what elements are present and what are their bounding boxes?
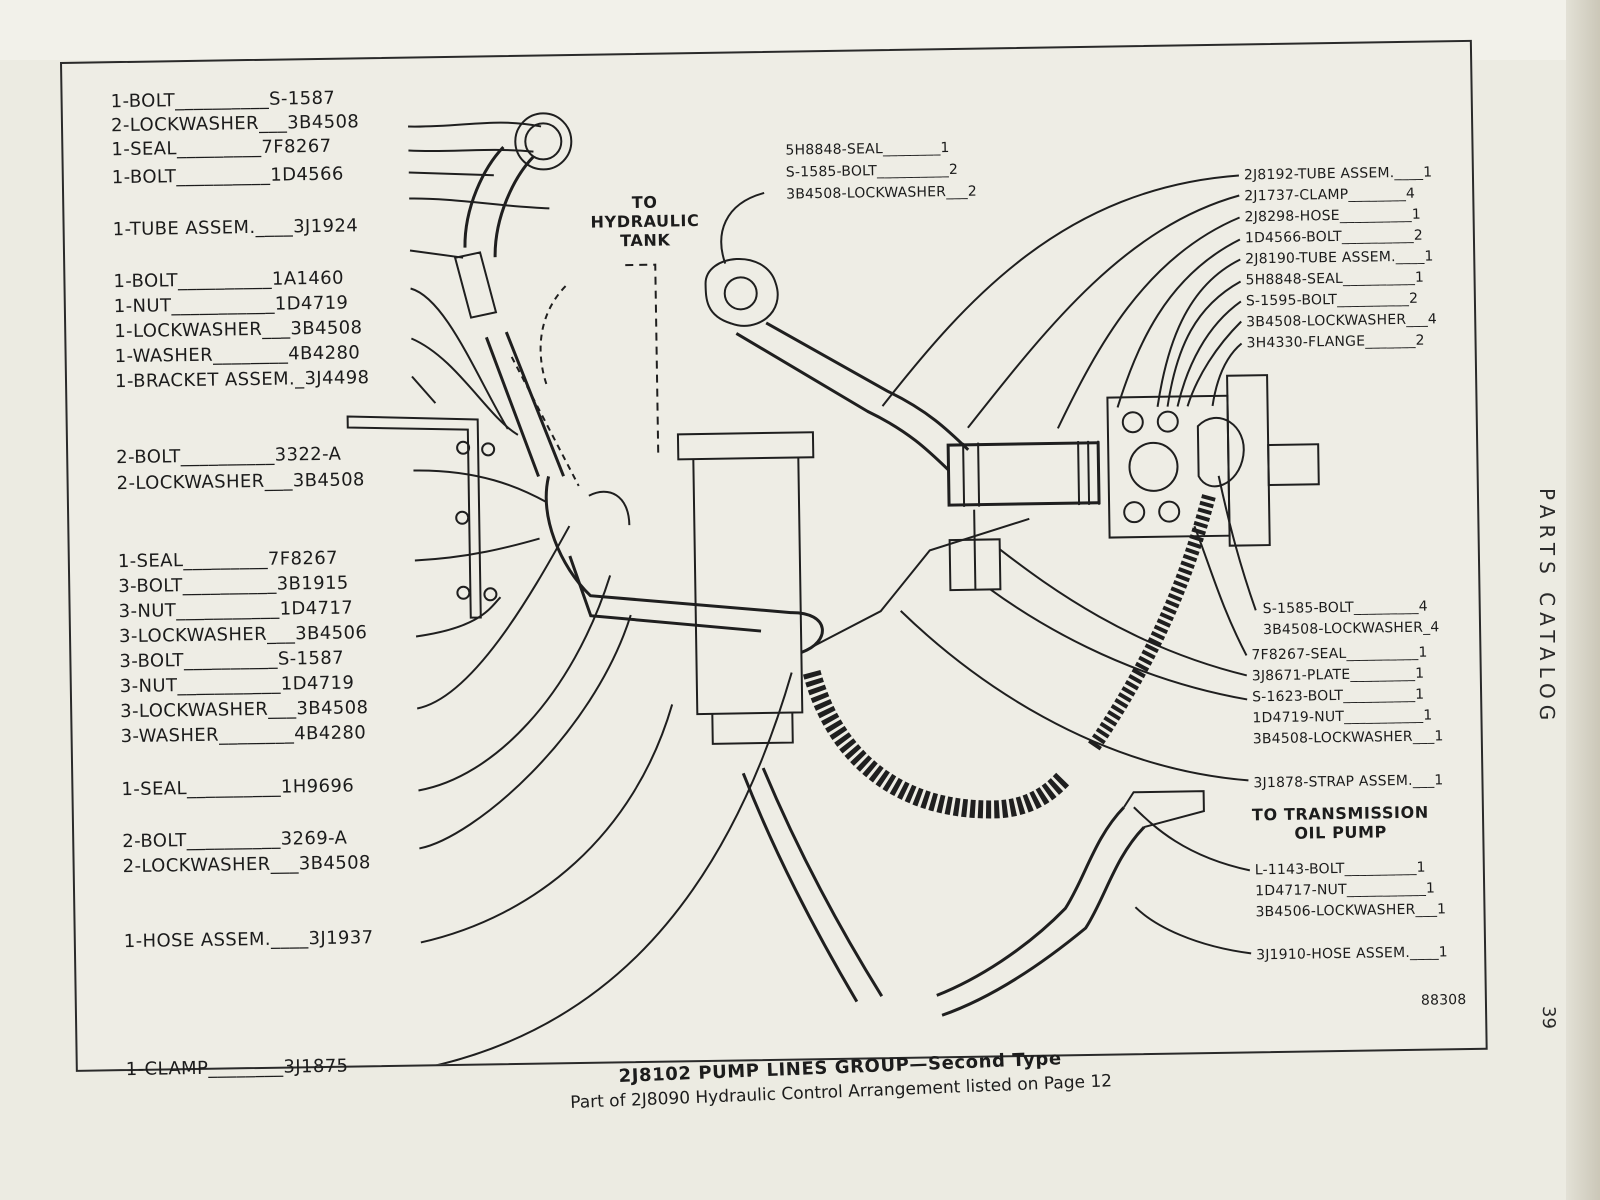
page-edge-shadow (1566, 0, 1600, 1200)
page-number: 39 (1538, 1006, 1559, 1029)
diagram-frame: 1-BOLT__________S-1587 2-LOCKWASHER___3B… (60, 39, 1488, 1080)
pump-lines-drawing (346, 112, 1320, 1070)
side-tab-label: PARTS CATALOG (1535, 488, 1559, 727)
